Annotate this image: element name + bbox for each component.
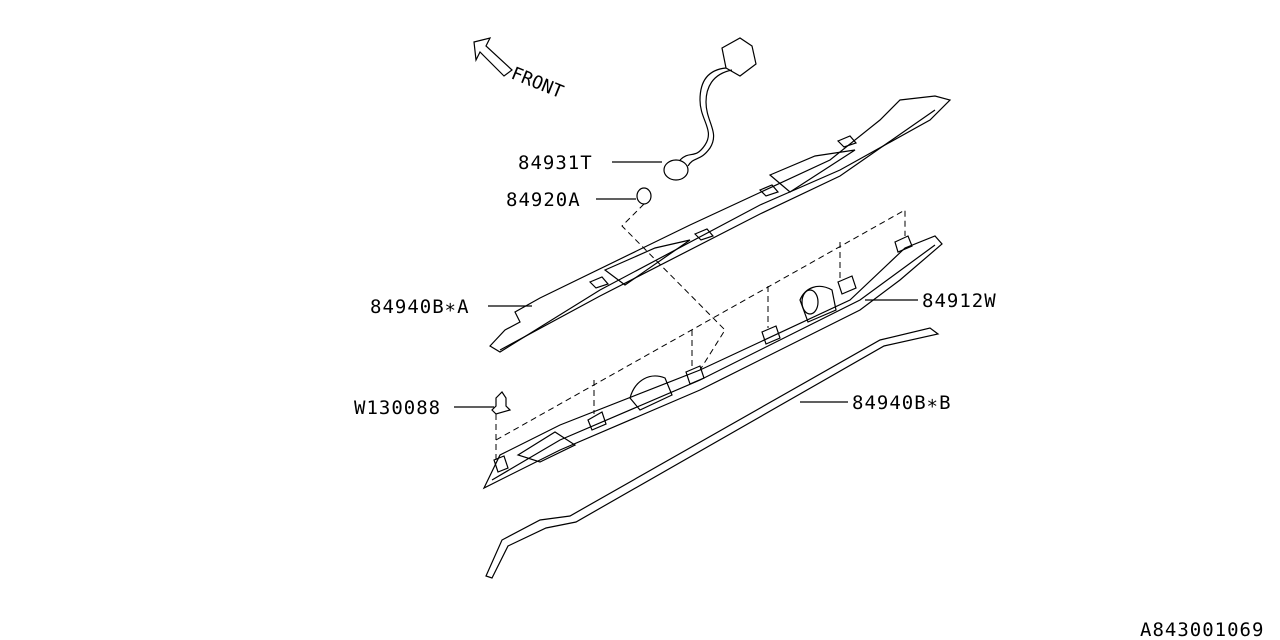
part-label-84920a: 84920A: [506, 189, 581, 211]
clip-w130088: [491, 391, 512, 415]
part-label-84912w: 84912W: [922, 290, 997, 312]
lamp-housing: [482, 235, 943, 490]
upper-cover: [489, 95, 952, 353]
part-label-84940b-a: 84940B∗A: [370, 296, 470, 318]
assembly-lines: [495, 203, 906, 460]
front-arrow-icon: FRONT: [473, 37, 566, 103]
socket-harness: [636, 37, 757, 205]
lower-seal: [485, 327, 940, 579]
front-label: FRONT: [508, 63, 566, 103]
part-label-w130088: W130088: [354, 397, 441, 419]
leader-lines: [454, 161, 918, 408]
part-label-84940b-b: 84940B∗B: [852, 392, 952, 414]
part-label-84931t: 84931T: [518, 152, 593, 174]
diagram-id: A843001069: [1140, 619, 1264, 640]
